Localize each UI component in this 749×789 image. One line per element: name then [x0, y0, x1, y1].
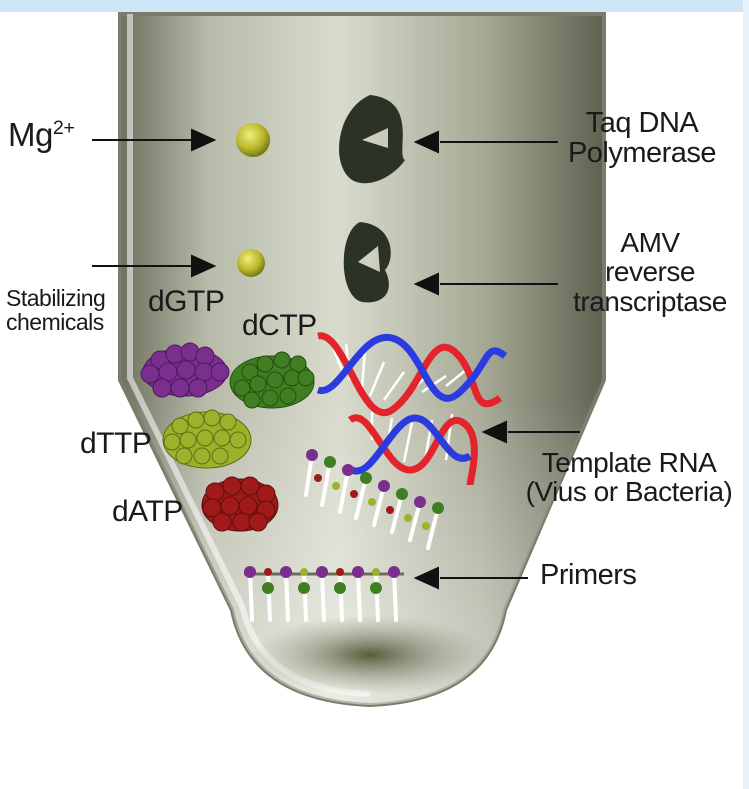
- label-dgtp: dGTP: [148, 286, 224, 318]
- label-template-rna: Template RNA (Vius or Bacteria): [512, 448, 746, 507]
- label-mg: Mg2+: [8, 118, 74, 153]
- magnesium-ion-1: [236, 123, 270, 157]
- label-dctp: dCTP: [242, 310, 317, 342]
- label-stabilizing-chemicals: Stabilizing chemicals: [6, 286, 105, 334]
- label-amv-reverse-transcriptase: AMV reverse transcriptase: [558, 228, 742, 316]
- label-taq-dna-polymerase: Taq DNA Polymerase: [552, 108, 732, 169]
- label-datp: dATP: [112, 496, 183, 528]
- datp-cluster: [202, 477, 278, 531]
- label-dttp: dTTP: [80, 428, 151, 460]
- label-primers: Primers: [540, 560, 636, 590]
- magnesium-ion-2: [237, 249, 265, 277]
